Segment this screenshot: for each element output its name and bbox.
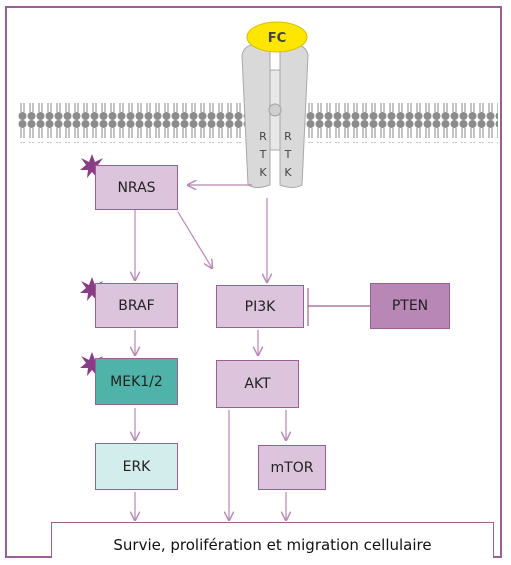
node-akt: AKT (216, 360, 299, 408)
arrow-nras-to-pi3k (178, 212, 212, 268)
ligand-fc-label: FC (268, 31, 286, 46)
node-pi3k: PI3K (216, 285, 304, 328)
rtk-receptor: R T K R T K (242, 44, 308, 187)
rtk-letter-t-left: T (259, 148, 267, 161)
node-mtor: mTOR (258, 445, 326, 490)
rtk-letter-t-right: T (284, 148, 292, 161)
rtk-letter-r-left: R (259, 130, 267, 143)
outcome-box: Survie, prolifération et migration cellu… (51, 522, 494, 558)
node-pten: PTEN (370, 283, 450, 329)
rtk-letter-k-left: K (259, 166, 267, 179)
rtk-letter-r-right: R (284, 130, 292, 143)
node-braf: BRAF (95, 283, 178, 328)
node-erk: ERK (95, 443, 178, 490)
rtk-letter-k-right: K (284, 166, 292, 179)
node-mek: MEK1/2 (95, 358, 178, 405)
node-nras: NRAS (95, 165, 178, 210)
outcome-label: Survie, prolifération et migration cellu… (113, 536, 431, 554)
